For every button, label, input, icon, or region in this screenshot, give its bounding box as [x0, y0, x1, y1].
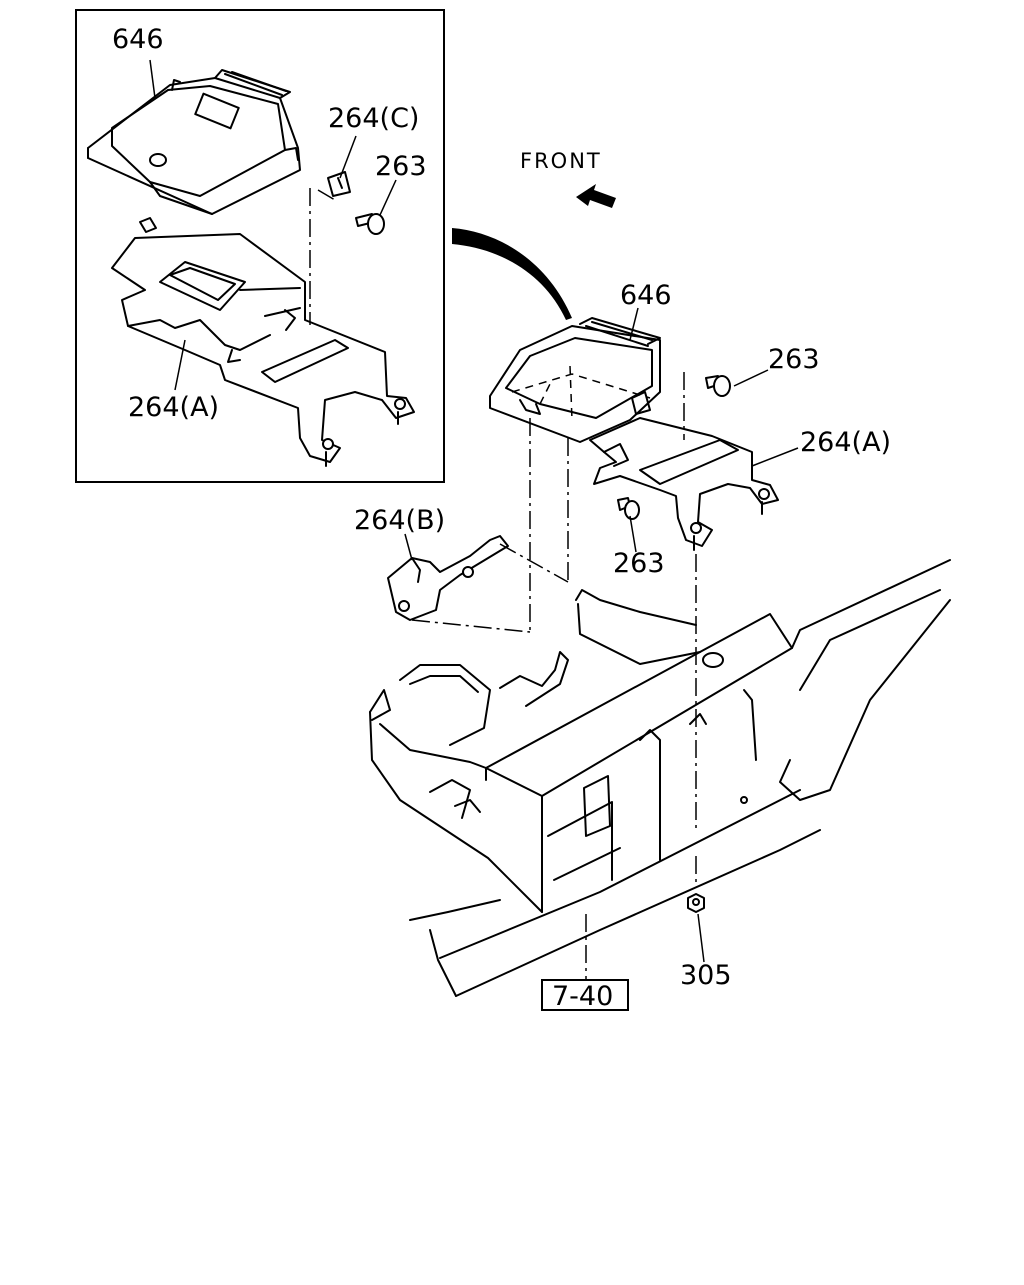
inset-ecu-unit [87, 69, 301, 215]
reference-box-label: 7-40 [552, 981, 613, 1012]
main-label-bracket-a: 264(A) [800, 427, 891, 458]
detail-callout-arrow [452, 228, 572, 320]
inset-label-ecu: 646 [112, 24, 164, 55]
main-bolt-lower [617, 497, 640, 520]
main-nut [687, 893, 705, 913]
front-arrow-icon [576, 184, 616, 208]
inset-detail: 646 264(C) 263 264(A) [75, 9, 445, 483]
main-label-bracket-b: 264(B) [354, 505, 445, 536]
inset-label-bracket-a: 264(A) [128, 392, 219, 423]
frame-cross-member [369, 559, 951, 997]
front-label: FRONT [520, 149, 602, 173]
inset-label-clip: 264(C) [328, 103, 419, 134]
inset-clip [327, 171, 351, 197]
front-indicator: FRONT [520, 149, 616, 208]
main-bolt-upper [705, 375, 731, 397]
inset-frame [75, 9, 445, 483]
main-bracket-b [387, 535, 509, 621]
inset-label-bolt: 263 [375, 151, 427, 182]
main-label-bolt-lower: 263 [613, 548, 665, 579]
reference-box[interactable]: 7-40 [541, 979, 629, 1012]
inset-bracket [111, 217, 415, 467]
main-label-ecu: 646 [620, 280, 672, 311]
main-ecu-unit [489, 317, 661, 443]
main-label-nut: 305 [680, 960, 732, 991]
main-bracket-a [589, 417, 779, 551]
inset-bolt [355, 213, 385, 235]
main-label-bolt-upper: 263 [768, 344, 820, 375]
